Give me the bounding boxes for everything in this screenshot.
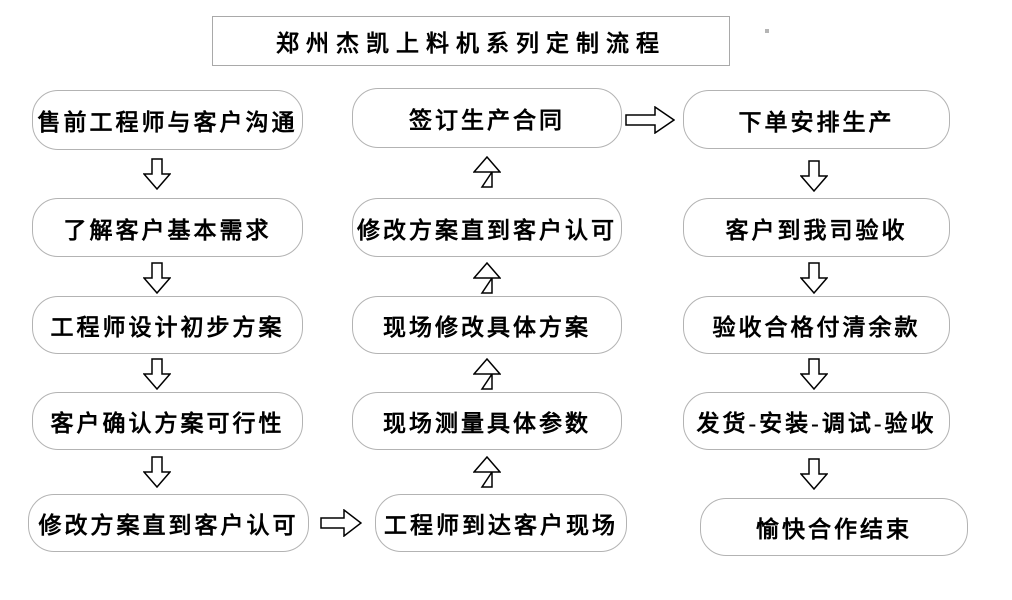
dot-artifact — [765, 29, 769, 33]
page-title: 郑州杰凯上料机系列定制流程 — [276, 31, 666, 56]
flow-node-confirm-feasibility: 客户确认方案可行性 — [32, 392, 303, 450]
arrow-down-icon — [800, 160, 828, 192]
flow-node-order-production: 下单安排生产 — [683, 90, 950, 149]
flow-node-revise-until-approved-1: 修改方案直到客户认可 — [28, 494, 309, 552]
arrow-down-icon — [143, 158, 171, 190]
flow-node-engineer-arrives-site: 工程师到达客户现场 — [375, 494, 627, 552]
arrow-down-icon — [800, 358, 828, 390]
arrow-up-icon — [473, 262, 501, 294]
flow-node-initial-design: 工程师设计初步方案 — [32, 296, 303, 354]
flow-node-presale-communication: 售前工程师与客户沟通 — [32, 90, 303, 150]
arrow-down-icon — [143, 262, 171, 294]
arrow-up-icon — [473, 358, 501, 390]
flow-node-onsite-modify-plan: 现场修改具体方案 — [352, 296, 622, 354]
title-box: 郑州杰凯上料机系列定制流程 — [212, 16, 730, 66]
arrow-right-icon — [625, 106, 675, 134]
arrow-down-icon — [143, 358, 171, 390]
flow-node-ship-install-debug: 发货-安装-调试-验收 — [683, 392, 950, 450]
arrow-right-icon — [320, 509, 362, 537]
flow-node-customer-acceptance: 客户到我司验收 — [683, 198, 950, 257]
flow-node-pay-balance: 验收合格付清余款 — [683, 296, 950, 354]
flow-node-revise-until-approved-2: 修改方案直到客户认可 — [352, 198, 622, 257]
arrow-up-icon — [473, 456, 501, 488]
flow-node-cooperation-end: 愉快合作结束 — [700, 498, 968, 556]
flow-node-onsite-measure-params: 现场测量具体参数 — [352, 392, 622, 450]
arrow-down-icon — [800, 458, 828, 490]
flow-node-sign-contract: 签订生产合同 — [352, 88, 622, 148]
flow-node-understand-needs: 了解客户基本需求 — [32, 198, 303, 257]
arrow-down-icon — [143, 456, 171, 488]
arrow-up-icon — [473, 156, 501, 188]
arrow-down-icon — [800, 262, 828, 294]
